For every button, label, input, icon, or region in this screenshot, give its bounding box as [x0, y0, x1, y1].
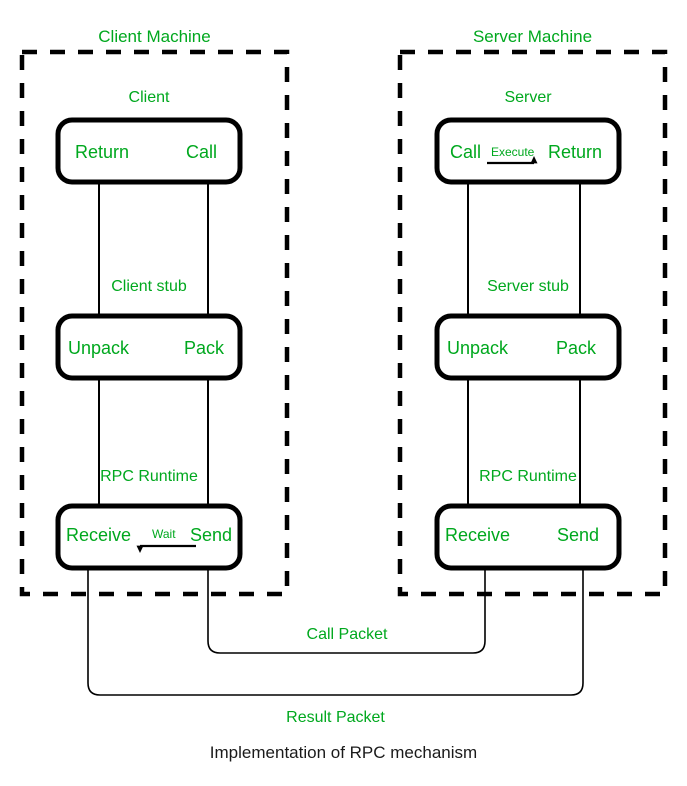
- server-pack-text: Pack: [556, 338, 597, 358]
- client-stub-box: [55, 313, 243, 381]
- client-runtime-box: [55, 503, 243, 571]
- client-machine-border: [19, 49, 290, 597]
- diagram-caption: Implementation of RPC mechanism: [209, 743, 478, 762]
- server-stub-label: Server stub: [487, 278, 569, 295]
- result-packet-path: [87, 568, 584, 696]
- client-send-text: Send: [190, 525, 233, 545]
- server-machine-border: [397, 49, 668, 597]
- server-return-text: Return: [548, 142, 603, 162]
- client-runtime-label: RPC Runtime: [100, 468, 198, 485]
- client-app-box: [55, 117, 243, 185]
- server-stub-box: [434, 313, 622, 381]
- execute-annotation: Execute: [491, 145, 535, 159]
- client-receive-text: Receive: [66, 525, 132, 545]
- client-machine-title: Client Machine: [98, 27, 211, 46]
- call-packet-label: Call Packet: [306, 626, 388, 643]
- server-app-label: Server: [504, 89, 552, 106]
- client-pack-text: Pack: [184, 338, 225, 358]
- call-packet-path: [207, 568, 486, 654]
- client-return-text: Return: [75, 142, 130, 162]
- client-stub-label: Client stub: [111, 278, 187, 295]
- server-receive-text: Receive: [445, 525, 511, 545]
- client-unpack-text: Unpack: [68, 338, 130, 358]
- server-send-text: Send: [557, 525, 600, 545]
- server-call-text: Call: [450, 142, 482, 162]
- client-app-label: Client: [128, 89, 170, 106]
- server-machine-title: Server Machine: [472, 27, 593, 46]
- client-call-text: Call: [186, 142, 218, 162]
- server-runtime-box: [434, 503, 622, 571]
- wait-annotation: Wait: [152, 527, 176, 541]
- server-app-box: [434, 117, 622, 185]
- server-runtime-label: RPC Runtime: [479, 468, 577, 485]
- result-packet-label: Result Packet: [286, 709, 385, 726]
- server-unpack-text: Unpack: [447, 338, 509, 358]
